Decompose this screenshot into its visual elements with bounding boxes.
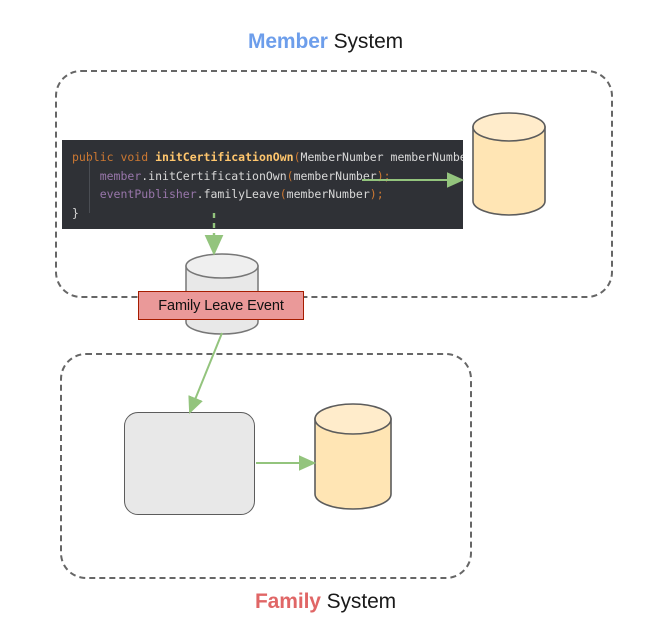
code-token: MemberNumber memberNumber: [300, 150, 463, 164]
member-system-title-accent: Member: [247, 30, 328, 53]
code-token: }: [72, 205, 79, 220]
member-system-boundary: [55, 70, 613, 298]
code-line-1: public void initCertificationOwn(MemberN…: [72, 148, 463, 167]
code-token: .familyLeave: [196, 187, 280, 201]
code-token: [72, 169, 100, 183]
code-token: ;: [383, 168, 391, 183]
code-line-2: member.initCertificationOwn(memberNumber…: [72, 167, 463, 186]
family-database-icon: [313, 403, 393, 511]
family-event-handler: [124, 412, 255, 515]
code-token: (: [279, 187, 287, 201]
code-token: (: [286, 168, 294, 183]
code-line-3: eventPublisher.familyLeave(memberNumber)…: [72, 185, 463, 204]
event-label-badge: Family Leave Event: [138, 291, 304, 320]
code-token: ): [369, 187, 377, 201]
family-system-title-rest: System: [320, 590, 397, 613]
family-system-title: Family System: [0, 590, 651, 614]
member-system-title: Member System: [0, 30, 651, 54]
code-token: member: [99, 168, 142, 183]
code-token: initCertificationOwn: [155, 150, 294, 164]
code-token: public void: [72, 150, 156, 164]
family-system-title-accent: Family: [254, 590, 321, 613]
code-token: eventPublisher: [99, 187, 197, 201]
code-token: memberNumber: [293, 168, 377, 183]
code-token: ;: [376, 187, 384, 201]
code-snippet: public void initCertificationOwn(MemberN…: [62, 140, 463, 229]
member-system-title-rest: System: [327, 30, 404, 53]
code-token: ): [376, 168, 384, 183]
member-database-icon: [471, 112, 547, 216]
code-token: memberNumber: [286, 187, 370, 201]
family-system-boundary: [60, 353, 472, 579]
code-token: [72, 187, 100, 201]
code-indent-guide: [89, 158, 90, 213]
code-token: .initCertificationOwn: [141, 168, 287, 183]
code-token: (: [293, 150, 301, 164]
code-line-4: }: [72, 204, 463, 223]
event-label-text: Family Leave Event: [158, 297, 284, 314]
